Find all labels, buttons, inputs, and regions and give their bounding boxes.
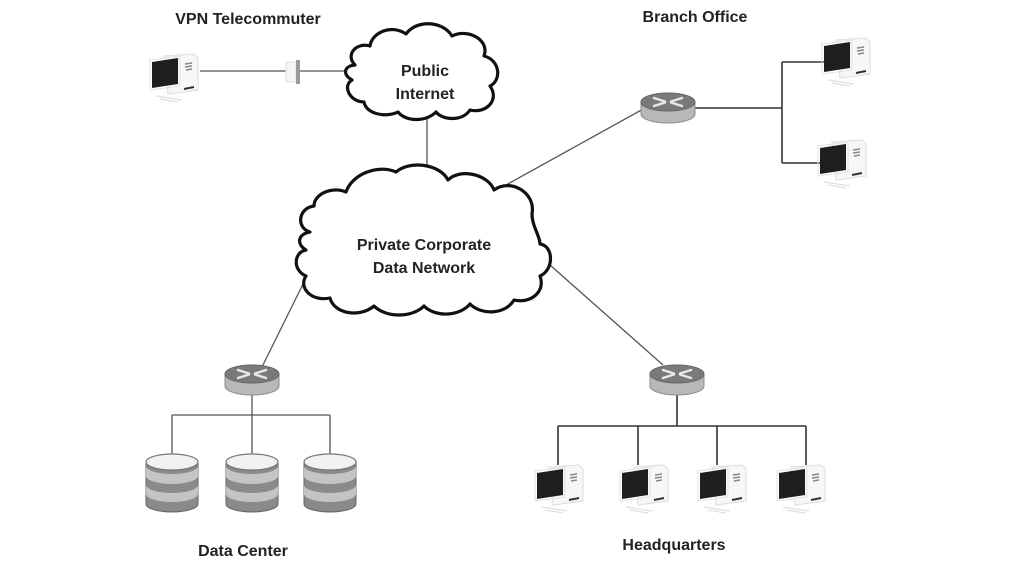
branch-office-group: Branch Office [639,9,871,189]
hq-workstation-icon[interactable] [534,464,584,514]
cloud-public-internet: Public Internet [344,22,500,122]
datacenter-router-icon[interactable] [223,363,281,397]
branch-workstation-icon[interactable] [821,37,871,87]
link-private-to-hq-router [549,264,664,366]
database-icon[interactable] [145,453,199,513]
datacenter-bus [171,392,331,455]
vpn-firewall-icon[interactable] [285,60,300,84]
database-icon[interactable] [303,453,357,513]
hq-bus [557,388,807,465]
vpn-workstation-icon[interactable] [149,53,199,103]
link-private-to-branch-router [496,107,646,191]
cloud-private-network: Private Corporate Data Network [294,163,553,317]
label-data-center: Data Center [198,543,288,560]
branch-router-icon[interactable] [639,91,697,125]
branch-bus [695,61,825,164]
vpn-telecommuter-group: VPN Telecommuter [149,11,321,103]
cloud-internet-line2: Internet [396,86,455,103]
hq-workstation-icon[interactable] [619,464,669,514]
hq-workstation-icon[interactable] [776,464,826,514]
label-branch-office: Branch Office [643,9,748,26]
cloud-private-line2: Data Network [373,260,475,277]
label-vpn-telecommuter: VPN Telecommuter [175,11,321,28]
links [171,61,825,465]
headquarters-group: Headquarters [534,363,826,554]
link-private-to-datacenter-router [261,279,306,368]
label-headquarters: Headquarters [622,537,725,554]
cloud-private-line1: Private Corporate [357,237,491,254]
branch-workstation-icon[interactable] [817,139,867,189]
hq-workstation-icon[interactable] [697,464,747,514]
hq-router-icon[interactable] [648,363,706,397]
data-center-group: Data Center [145,363,357,560]
cloud-internet-line1: Public [401,63,449,80]
database-icon[interactable] [225,453,279,513]
